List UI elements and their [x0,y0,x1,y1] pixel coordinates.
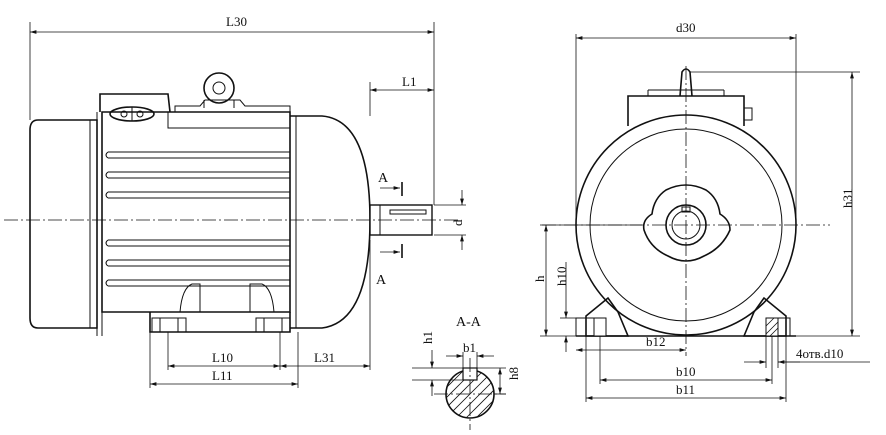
cooling-fins [105,151,290,287]
terminal-box [99,93,171,113]
dim-L31: L31 [314,350,335,365]
dim-d: d [450,219,465,226]
bearing-boss [642,184,731,262]
fan-cover [29,119,98,329]
dim-b11: b11 [676,382,695,397]
lifting-eye [203,72,235,104]
feet [149,283,291,333]
housing [101,111,291,313]
dim-L1: L1 [402,74,416,89]
dim-h1: h1 [420,331,435,344]
section-mark-top: A [378,171,389,186]
end-shield [290,115,371,329]
dim-h10: h10 [554,267,569,287]
dim-holes-d10: 4отв.d10 [796,346,843,361]
dim-b1: b1 [463,340,476,355]
dim-b12: b12 [646,334,666,349]
dim-d30: d30 [676,20,696,35]
dim-L10: L10 [212,350,233,365]
dim-b10: b10 [676,364,696,379]
section-view: А-А h1 b1 h8 [412,315,521,430]
dim-h31: h31 [840,189,855,209]
section-mark-bottom: A [376,273,387,288]
section-title: А-А [456,315,482,330]
dim-L11: L11 [212,368,232,383]
front-view: d30 h31 h h10 b12 b10 b11 [532,20,870,402]
side-view: A A L30 L1 d L10 L11 L31 [4,14,466,388]
dim-h: h [532,275,547,282]
dim-h8: h8 [506,367,521,380]
dim-L30: L30 [226,14,247,29]
